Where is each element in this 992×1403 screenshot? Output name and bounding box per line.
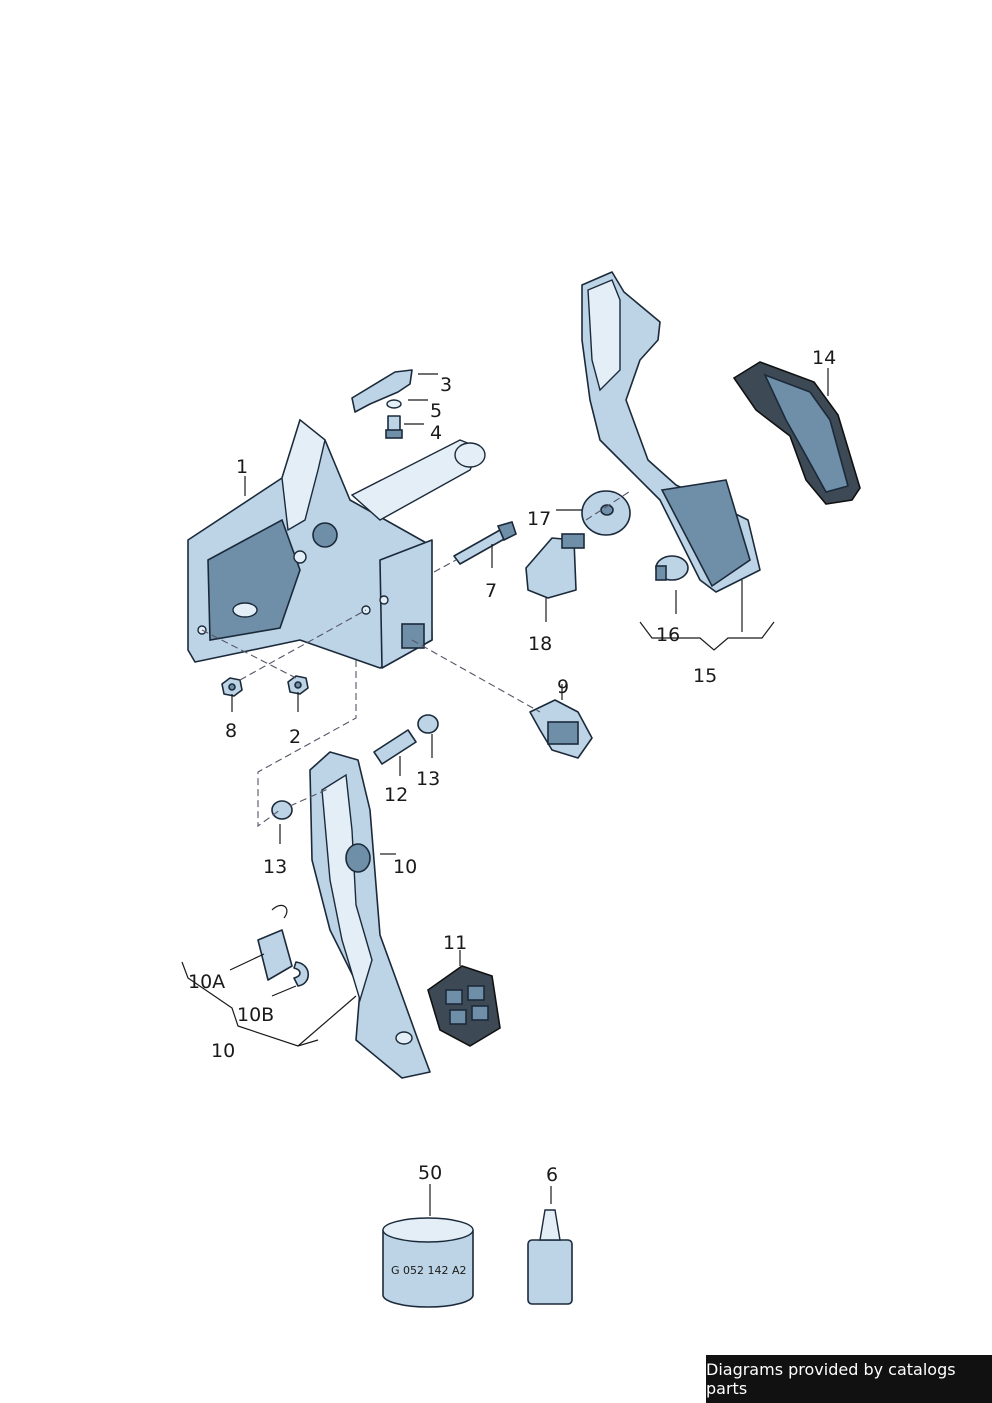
nut-2	[287, 675, 309, 695]
callout-18: 18	[528, 633, 553, 655]
washer	[386, 399, 402, 409]
bolt	[453, 521, 517, 565]
cap	[581, 490, 631, 536]
grease-tin-label: G 052 142 A2	[391, 1264, 467, 1277]
grease-tin	[382, 1217, 474, 1308]
accelerator-pedal	[581, 271, 761, 593]
hex-screw	[385, 415, 403, 439]
callout-5: 5	[430, 400, 443, 422]
assembly-lines	[201, 489, 633, 828]
callout-10A: 10A	[188, 971, 226, 993]
callout-14: 14	[812, 347, 837, 369]
brake-pedal	[309, 751, 431, 1079]
callout-13-left: 13	[263, 856, 288, 878]
bush-13-left	[271, 800, 293, 820]
bellows-spring	[525, 533, 585, 599]
callout-11: 11	[443, 932, 468, 954]
accelerator-pad	[732, 361, 861, 505]
attribution-text: Diagrams provided by catalogs parts	[706, 1360, 956, 1398]
small-bracket	[351, 369, 413, 413]
callout-10-left: 10	[211, 1040, 236, 1062]
bushing-sleeve	[373, 729, 417, 765]
callout-10B: 10B	[237, 1004, 275, 1026]
callout-6: 6	[546, 1164, 559, 1186]
stop-buffer	[655, 555, 689, 581]
callout-50: 50	[418, 1162, 443, 1184]
attribution-footer: Diagrams provided by catalogs parts	[706, 1355, 992, 1403]
callout-3: 3	[440, 374, 453, 396]
clip-10A	[257, 904, 293, 981]
callout-15: 15	[693, 665, 718, 687]
callout-1: 1	[236, 456, 249, 478]
callout-8: 8	[225, 720, 238, 742]
pedal-bracket	[187, 418, 486, 669]
clip-10B	[293, 961, 310, 987]
callout-17: 17	[527, 508, 552, 530]
sealant-tube	[527, 1209, 573, 1305]
brake-light-switch	[529, 699, 593, 759]
callout-9: 9	[557, 676, 570, 698]
leader-lines	[181, 368, 829, 1216]
brake-pad	[427, 965, 501, 1047]
callout-4: 4	[430, 422, 443, 444]
callout-10-right: 10	[393, 856, 418, 878]
callout-16: 16	[656, 624, 681, 646]
callout-12: 12	[384, 784, 409, 806]
nut-8	[221, 677, 243, 697]
callout-2: 2	[289, 726, 302, 748]
callout-13-right: 13	[416, 768, 441, 790]
callout-7: 7	[485, 580, 498, 602]
bush-13-right	[417, 714, 439, 734]
